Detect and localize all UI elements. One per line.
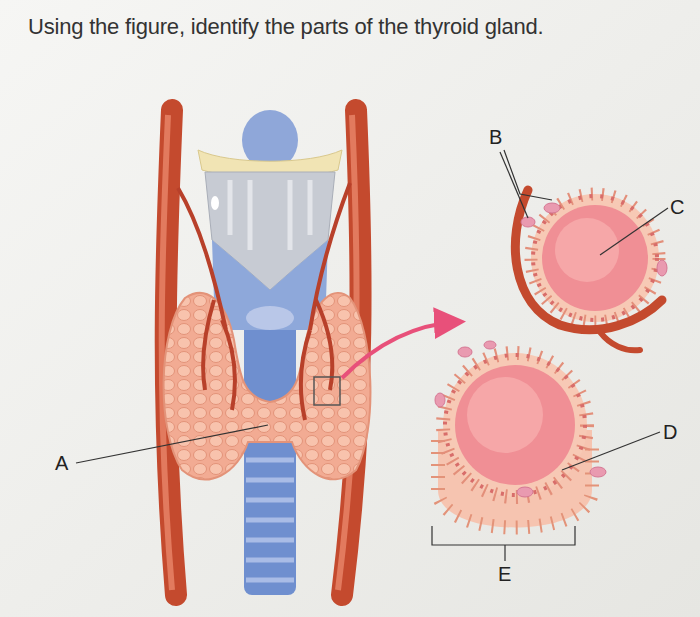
follicle-rim (443, 353, 587, 497)
magnify-box (314, 377, 340, 405)
cell-nuclei (445, 355, 585, 495)
thyroid-gland (164, 293, 371, 479)
thyroid-artery (178, 188, 235, 410)
follicle-rim (531, 194, 659, 322)
follicle-cells (443, 353, 587, 497)
colloid (455, 365, 575, 485)
callout-letter: D (663, 421, 677, 444)
capillary (600, 332, 640, 350)
cartilage-shading (230, 180, 310, 250)
follicle-cells (531, 194, 659, 322)
trachea (244, 320, 296, 595)
colloid-highlight (467, 377, 543, 453)
callout-letter: A (55, 452, 68, 475)
callout-letter: C (670, 196, 684, 219)
capillary (515, 190, 662, 330)
callout-letter: E (498, 563, 511, 586)
tracheal-rings (246, 460, 294, 580)
foramen (211, 196, 219, 210)
colloid (542, 205, 648, 311)
callout-letter: B (489, 126, 502, 149)
parafollicular-cells (435, 203, 667, 497)
cricoid-ring (246, 306, 294, 330)
question-title: Using the figure, identify the parts of … (28, 14, 544, 40)
magnify-arrow (342, 322, 458, 378)
leader-lines (76, 150, 668, 561)
thyroid-artery (301, 183, 350, 420)
colloid-highlight (555, 218, 619, 282)
cell-nuclei (533, 196, 657, 320)
